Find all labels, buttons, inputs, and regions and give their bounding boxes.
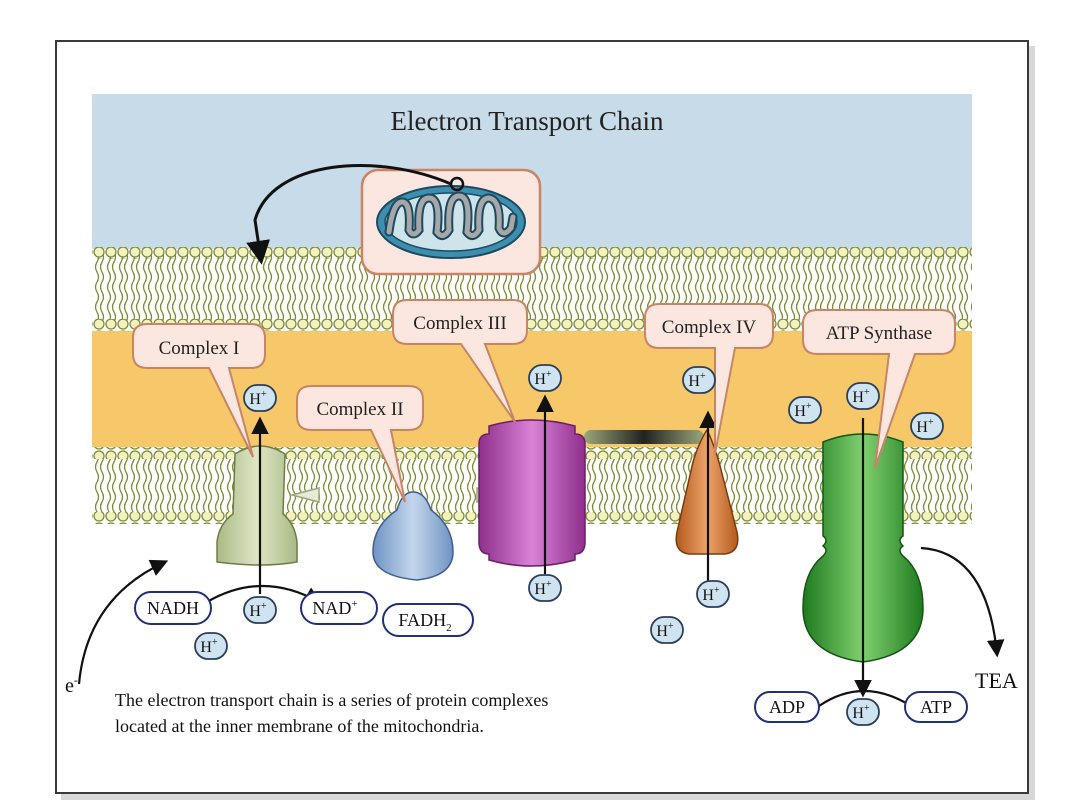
tea-output-arrow <box>920 546 1005 658</box>
adp-atp-arc <box>818 690 912 707</box>
proton-c4-top-label: H+ <box>688 371 706 390</box>
tea-label: TEA <box>975 668 1018 693</box>
callout-complex-3: Complex III <box>392 299 528 423</box>
fadh2-label: FADH2 <box>398 610 451 634</box>
zoom-arrow <box>246 164 452 265</box>
proton-nadh-below-label: H+ <box>200 637 218 656</box>
proton-c1-matrix: H+ <box>243 596 277 624</box>
nadh-pill: NADH <box>134 591 212 625</box>
figure-frame: Electron Transport Chain <box>55 40 1029 794</box>
proton-c3-matrix-label: H+ <box>534 579 552 598</box>
proton-atp-bottom-label: H+ <box>852 703 870 722</box>
nadh-label: NADH <box>147 598 199 618</box>
link-c3-c4 <box>584 430 704 444</box>
caption-line-2: located at the inner membrane of the mit… <box>115 716 484 736</box>
electron-label: e- <box>65 673 78 697</box>
atp-label: ATP <box>920 697 952 717</box>
caption-line-1: The electron transport chain is a series… <box>115 690 549 710</box>
diagram-title: Electron Transport Chain <box>391 106 664 136</box>
proton-c3-top: H+ <box>528 364 562 392</box>
nad-plus-pill: NAD+ <box>300 591 378 625</box>
fadh2-pill: FADH2 <box>382 603 474 637</box>
proton-atp-top: H+ <box>846 382 880 410</box>
proton-atp-left: H+ <box>788 396 822 424</box>
electron-input-arrow <box>77 559 169 685</box>
proton-atp-left-label: H+ <box>794 401 812 420</box>
proton-c4-top: H+ <box>682 366 716 394</box>
proton-c4-matrix-2: H+ <box>650 616 684 644</box>
callout-complex-1-label: Complex I <box>159 338 240 359</box>
proton-c4-matrix-2-label: H+ <box>656 621 674 640</box>
proton-c4-matrix-1: H+ <box>696 580 730 608</box>
proton-c1-matrix-label: H+ <box>249 601 267 620</box>
adp-pill: ADP <box>754 691 820 723</box>
complex-3-protein <box>478 419 586 567</box>
proton-atp-right: H+ <box>910 412 944 440</box>
callout-complex-3-label: Complex III <box>413 313 506 334</box>
callout-complex-4-label: Complex IV <box>662 317 757 338</box>
mitochondrion-inset <box>360 168 542 276</box>
callout-complex-4: Complex IV <box>644 303 774 455</box>
proton-nadh-below: H+ <box>194 632 228 660</box>
complex-1-protein <box>216 445 298 566</box>
callout-atp-synthase-label: ATP Synthase <box>826 323 932 344</box>
complex-2-protein <box>372 491 454 581</box>
proton-atp-top-label: H+ <box>852 387 870 406</box>
proton-c1-top: H+ <box>243 384 277 412</box>
atp-pill: ATP <box>904 691 968 723</box>
adp-label: ADP <box>769 697 805 717</box>
proton-c3-top-label: H+ <box>534 369 552 388</box>
link-tip-c1 <box>289 487 320 503</box>
proton-c3-matrix: H+ <box>528 574 562 602</box>
proton-c1-top-label: H+ <box>249 389 267 408</box>
callout-complex-2: Complex II <box>296 385 424 503</box>
proton-c4-matrix-1-label: H+ <box>702 585 720 604</box>
callout-complex-2-label: Complex II <box>316 399 403 420</box>
etc-diagram: Electron Transport Chain <box>65 94 1018 726</box>
nad-plus-label: NAD+ <box>312 598 357 618</box>
callout-complex-1: Complex I <box>132 323 266 458</box>
proton-atp-bottom: H+ <box>846 698 880 726</box>
proton-atp-right-label: H+ <box>916 417 934 436</box>
callout-atp-synthase: ATP Synthase <box>802 309 956 469</box>
